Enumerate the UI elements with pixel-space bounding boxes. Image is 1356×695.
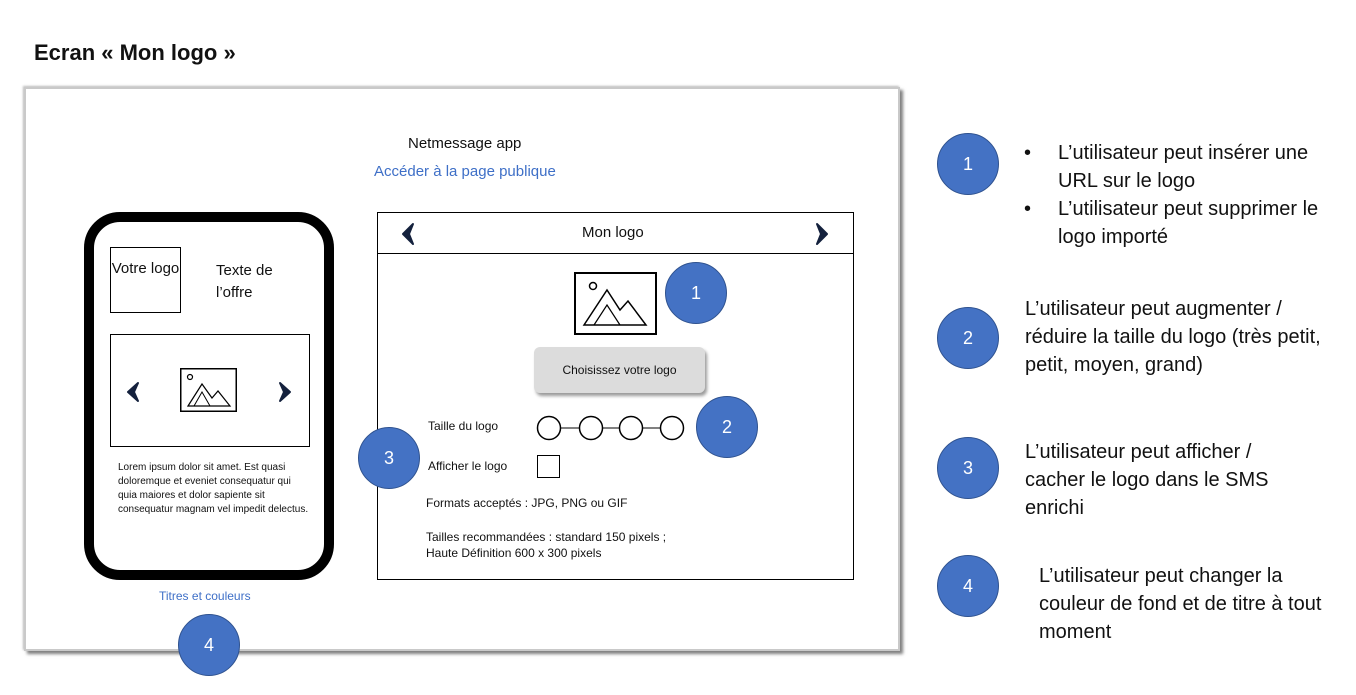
carousel-chevron-right-icon[interactable] <box>275 381 295 403</box>
image-placeholder-icon <box>180 368 237 412</box>
screen-title: Ecran « Mon logo » <box>34 40 236 65</box>
choose-logo-button[interactable]: Choisissez votre logo <box>534 347 705 393</box>
phone-image-carousel <box>110 334 310 447</box>
logo-image-placeholder-icon <box>574 272 657 335</box>
carousel-chevron-left-icon[interactable] <box>123 381 143 403</box>
annotation-badge-3: 3 <box>358 427 420 489</box>
logo-panel <box>377 212 854 580</box>
note-2: L’utilisateur peut augmenter / réduire l… <box>1025 298 1321 376</box>
logo-size-selector[interactable] <box>536 414 686 442</box>
note-4: L’utilisateur peut changer la couleur de… <box>1039 565 1322 643</box>
note-1: L’utilisateur peut insérer une URL sur l… <box>1024 139 1346 251</box>
note-badge-4: 4 <box>937 555 999 617</box>
note-badge-3: 3 <box>937 437 999 499</box>
phone-body-text: Lorem ipsum dolor sit amet. Est quasi do… <box>118 462 309 515</box>
note-badge-2: 2 <box>937 307 999 369</box>
titles-colors-link[interactable]: Titres et couleurs <box>159 589 251 603</box>
show-logo-label: Afficher le logo <box>428 459 508 473</box>
app-name: Netmessage app <box>408 135 522 152</box>
phone-logo-placeholder: Votre logo <box>110 247 181 313</box>
panel-title: Mon logo <box>582 224 644 241</box>
panel-chevron-right-icon[interactable] <box>812 222 832 246</box>
note-1-item-2: L’utilisateur peut supprimer le logo imp… <box>1024 195 1346 251</box>
panel-chevron-left-icon[interactable] <box>398 222 418 246</box>
panel-header-divider <box>377 253 854 254</box>
annotation-badge-4: 4 <box>178 614 240 676</box>
annotation-badge-2: 2 <box>696 396 758 458</box>
accepted-formats-text: Formats acceptés : JPG, PNG ou GIF <box>426 496 628 510</box>
note-badge-1: 1 <box>937 133 999 195</box>
note-3: L’utilisateur peut afficher / cacher le … <box>1025 441 1269 519</box>
logo-size-label: Taille du logo <box>428 419 499 433</box>
public-page-link[interactable]: Accéder à la page publique <box>374 163 556 180</box>
note-1-item-1: L’utilisateur peut insérer une URL sur l… <box>1024 139 1346 195</box>
show-logo-checkbox[interactable] <box>537 455 560 478</box>
recommended-sizes-text: Tailles recommandées : standard 150 pixe… <box>426 530 667 560</box>
phone-offer-text: Texte de l’offre <box>216 262 273 301</box>
annotation-badge-1: 1 <box>665 262 727 324</box>
